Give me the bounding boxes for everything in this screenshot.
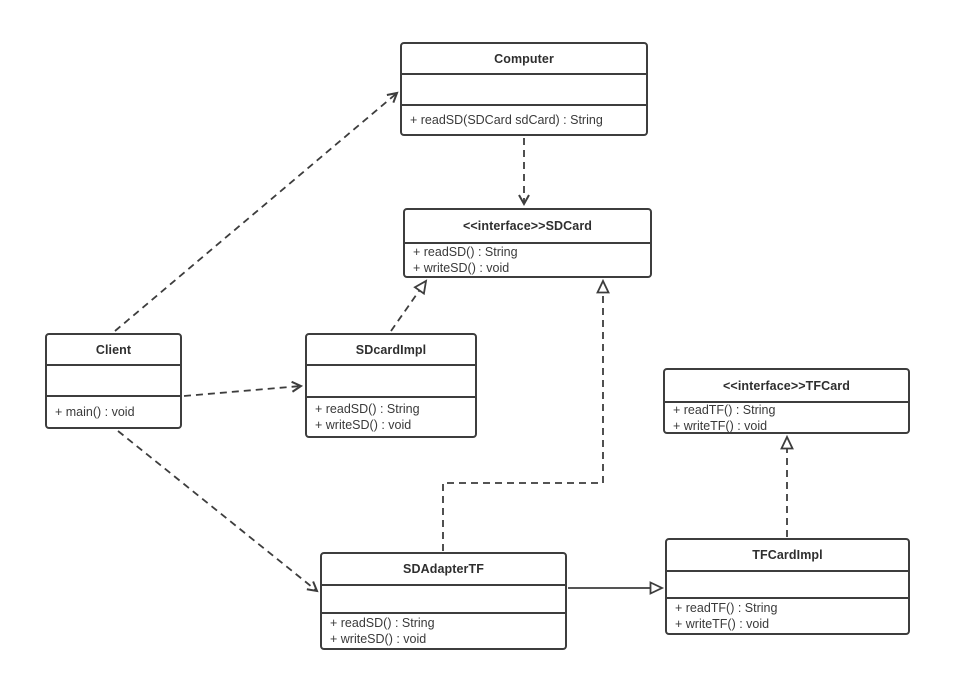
class-box-tfcard-interface[interactable]: <<interface>>TFCard + readTF() : String … [663,368,910,434]
fields-compartment [322,584,565,612]
method-entry: + writeTF() : void [675,617,770,631]
method-entry: + readSD() : String [315,402,420,416]
fields-compartment [402,73,646,104]
methods-compartment: + main() : void [47,395,180,427]
class-title: Client [95,342,132,357]
method-entry: + writeSD() : void [413,261,510,275]
realization-arrow-sdadaptertf-sdcard[interactable] [442,278,610,551]
dependency-arrow-client-sdcardimpl[interactable] [183,380,304,397]
method-entry: + main() : void [55,405,135,419]
method-entry: + readSD(SDCard sdCard) : String [410,113,603,127]
dependency-arrow-client-sdadaptertf[interactable] [117,430,319,593]
fields-compartment [307,364,475,396]
method-entry: + readTF() : String [673,402,776,417]
methods-compartment: + readSD(SDCard sdCard) : String [402,104,646,134]
fields-compartment [47,364,180,395]
class-box-sdadaptertf[interactable]: SDAdapterTF + readSD() : String + writeS… [320,552,567,650]
methods-compartment: + readTF() : String + writeTF() : void [667,597,908,633]
class-box-tfcardimpl[interactable]: TFCardImpl + readTF() : String + writeTF… [665,538,910,635]
class-title: <<interface>>SDCard [462,219,593,233]
methods-compartment: + readSD() : String + writeSD() : void [307,396,475,436]
class-title: SDAdapterTF [403,562,484,576]
method-entry: + writeSD() : void [315,418,412,432]
dependency-arrow-client-computer[interactable] [114,91,399,332]
methods-compartment: + readTF() : String + writeTF() : void [665,401,908,432]
class-box-client[interactable]: Client + main() : void [45,333,182,429]
class-title: <<interface>>TFCard [723,378,850,393]
method-entry: + readTF() : String [675,601,778,615]
fields-compartment [667,570,908,597]
method-entry: + writeSD() : void [330,632,427,646]
methods-compartment: + readSD() : String + writeSD() : void [405,242,650,276]
methods-compartment: + readSD() : String + writeSD() : void [322,612,565,648]
class-box-computer[interactable]: Computer + readSD(SDCard sdCard) : Strin… [400,42,648,136]
method-entry: + readSD() : String [330,616,435,630]
class-title: Computer [494,51,554,66]
class-title: SDcardImpl [355,342,427,357]
method-entry: + readSD() : String [413,245,518,259]
method-entry: + writeTF() : void [673,418,768,433]
class-box-sdcard-interface[interactable]: <<interface>>SDCard + readSD() : String … [403,208,652,278]
class-title: TFCardImpl [752,548,823,562]
realization-arrow-sdcardimpl-sdcard[interactable] [390,279,428,332]
class-box-sdcardimpl[interactable]: SDcardImpl + readSD() : String + writeSD… [305,333,477,438]
